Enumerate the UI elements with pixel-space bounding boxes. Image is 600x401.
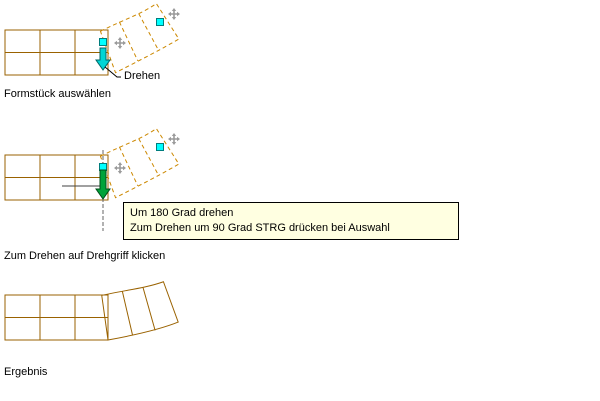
- fitting-result: [101, 281, 179, 341]
- move-grip-icon: [167, 7, 181, 21]
- fitting-preview-band: [99, 2, 180, 74]
- step1-drawing: [4, 2, 181, 78]
- rotate-grip-arrow-active-icon[interactable]: [95, 169, 111, 200]
- fitting-result-segments: [121, 287, 156, 336]
- step3-caption: Ergebnis: [4, 366, 48, 378]
- step1-caption: Formstück auswählen: [4, 88, 111, 100]
- callout-leader-line: [104, 66, 121, 78]
- duct-grid: [4, 294, 109, 341]
- duct-grid: [4, 29, 109, 76]
- grip-tooltip: Um 180 Grad drehen Zum Drehen um 90 Grad…: [123, 202, 459, 240]
- step2-drawing: [4, 127, 181, 231]
- tooltip-line-2: Zum Drehen um 90 Grad STRG drücken bei A…: [130, 222, 390, 234]
- fitting-preview-outline: [99, 2, 180, 74]
- fitting-end-grip-square[interactable]: [156, 143, 164, 151]
- step2-caption: Zum Drehen auf Drehgriff klicken: [4, 250, 166, 262]
- fitting-preview-band: [99, 127, 180, 199]
- fitting-preview-segments: [118, 13, 159, 62]
- edge-grip-square[interactable]: [99, 163, 107, 171]
- fitting-result-band: [101, 281, 179, 341]
- move-grip-icon: [113, 36, 127, 50]
- fitting-preview-segments: [118, 138, 159, 187]
- fitting-preview-outline: [99, 127, 180, 199]
- edge-grip-square[interactable]: [99, 38, 107, 46]
- tooltip-line-1: Um 180 Grad drehen: [130, 207, 234, 219]
- move-grip-icon: [167, 132, 181, 146]
- duct-grid: [4, 154, 109, 201]
- rotate-grip-arrow-icon[interactable]: [95, 47, 111, 71]
- step3-drawing: [4, 281, 179, 341]
- rotate-callout-label: Drehen: [124, 70, 161, 82]
- move-grip-icon: [113, 161, 127, 175]
- fitting-end-grip-square[interactable]: [156, 18, 164, 26]
